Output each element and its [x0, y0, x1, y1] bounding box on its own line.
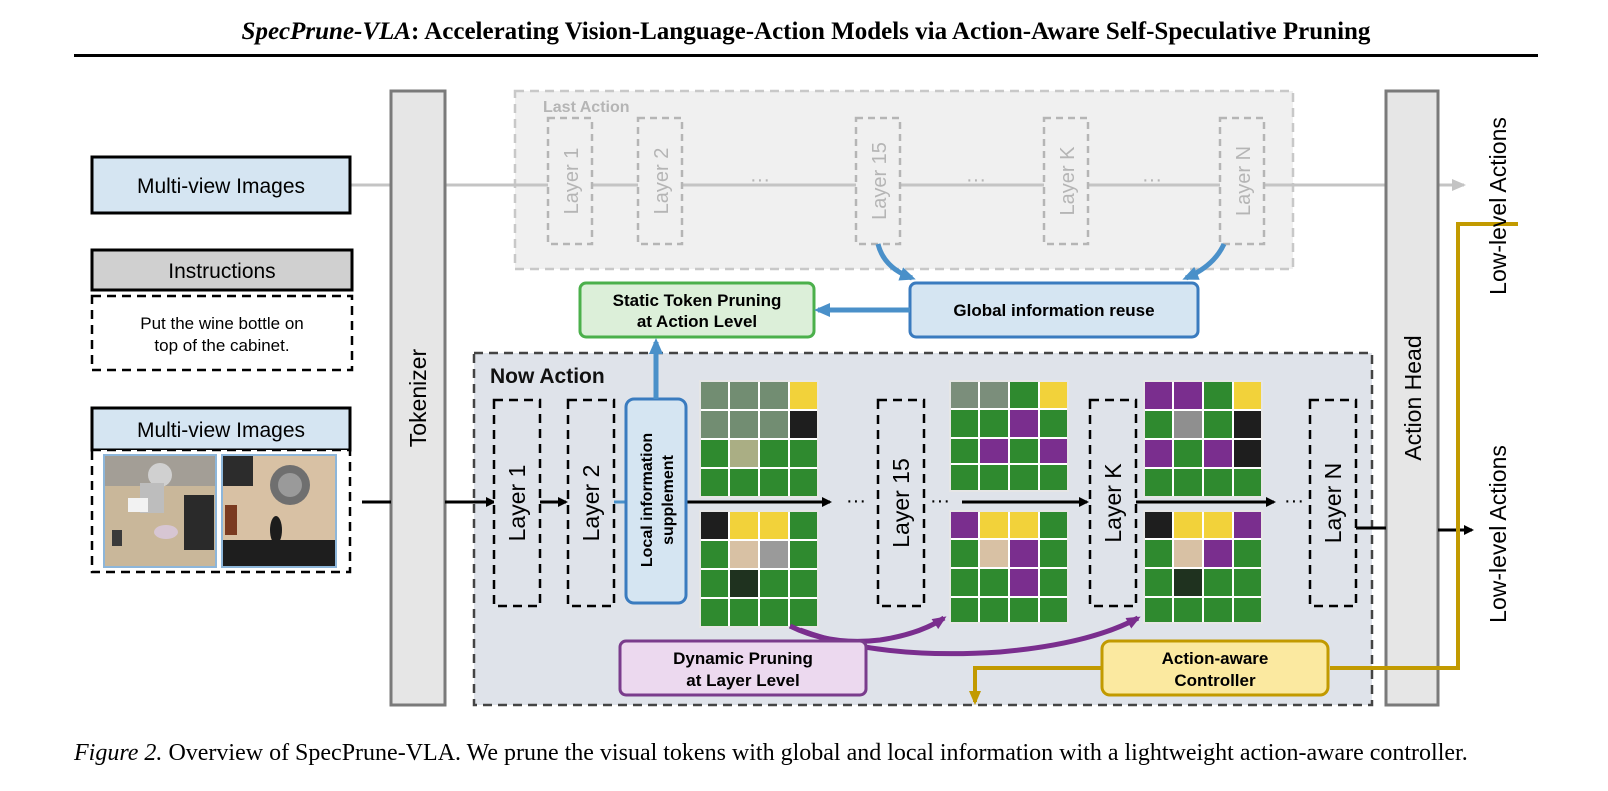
last-action-ellipsis-3: ···: [1142, 169, 1162, 191]
instructions-header: Instructions: [90, 248, 354, 292]
multi-view-images-bottom-label: Multi-view Images: [137, 419, 305, 442]
last-action-layer-1: Layer 1: [546, 116, 594, 246]
last-action-label: Last Action: [543, 99, 630, 116]
layer15-to-global-arrow: [875, 243, 916, 281]
static-pruning-line-2: at Action Level: [637, 312, 757, 331]
token-grid-top-3: [1143, 380, 1263, 498]
controller-line-2: Controller: [1174, 671, 1256, 690]
last-action-layer-n-label: Layer N: [1233, 146, 1255, 216]
static-token-pruning-box: Static Token Pruning at Action Level: [578, 281, 816, 339]
now-action-layer-k-label: Layer K: [1100, 463, 1126, 543]
dynamic-pruning-line-1: Dynamic Pruning: [673, 649, 813, 668]
instruction-text-box: Put the wine bottle on top of the cabine…: [90, 294, 354, 372]
now-action-ellipsis-1: ···: [846, 490, 866, 512]
now-action-layer-n-label: Layer N: [1320, 463, 1346, 544]
header-title-italic: SpecPrune-VLA: [241, 18, 411, 45]
instruction-line-2: top of the cabinet.: [154, 336, 289, 355]
instructions-label: Instructions: [168, 260, 275, 283]
dynamic-pruning-box: Dynamic Pruning at Layer Level: [618, 639, 868, 697]
last-action-layer-2: Layer 2: [636, 116, 684, 246]
last-action-layer-2-label: Layer 2: [651, 148, 673, 215]
layern-to-global-arrow: [1182, 242, 1227, 281]
global-reuse-label: Global information reuse: [953, 301, 1154, 320]
controller-line-1: Action-aware: [1162, 649, 1269, 668]
last-action-layer-15: Layer 15: [854, 116, 902, 246]
dynamic-pruning-line-2: at Layer Level: [686, 671, 799, 690]
now-action-layer-1-label: Layer 1: [504, 465, 530, 542]
output-top-label: Low-level Actions: [1485, 117, 1511, 295]
page-header: SpecPrune-VLA: Accelerating Vision-Langu…: [74, 18, 1538, 46]
output-bottom-label: Low-level Actions: [1485, 445, 1511, 623]
now-action-layer-2-label: Layer 2: [578, 465, 604, 542]
scene-image-2: [221, 454, 337, 568]
last-action-layer-n: Layer N: [1218, 116, 1266, 246]
token-grid-bottom-1: [699, 510, 819, 628]
now-action-layer-15-label: Layer 15: [888, 458, 914, 548]
action-head-block: Action Head: [1384, 89, 1440, 707]
architecture-diagram: Now Action Last Action Layer 1 Layer 2 ·…: [90, 89, 1518, 707]
action-head-label: Action Head: [1400, 335, 1426, 460]
static-pruning-line-1: Static Token Pruning: [613, 291, 782, 310]
caption-label: Figure 2.: [74, 740, 163, 766]
header-title-rest: : Accelerating Vision-Language-Action Mo…: [411, 18, 1371, 45]
last-action-layer-k: Layer K: [1042, 116, 1090, 246]
instruction-line-1: Put the wine bottle on: [140, 314, 304, 333]
controller-to-pruning-arrow: [969, 666, 1102, 705]
header-rule: [74, 54, 1538, 57]
local-information-supplement-box: Local information supplement: [624, 397, 688, 605]
now-action-layer-n: Layer N: [1308, 398, 1358, 608]
now-action-layer-k: Layer K: [1088, 398, 1138, 608]
now-action-layer-15: Layer 15: [876, 398, 926, 608]
action-aware-controller-box: Action-aware Controller: [1100, 639, 1330, 697]
token-grid-top-2: [949, 380, 1069, 492]
last-action-region: [513, 89, 1295, 271]
now-action-layer-1: Layer 1: [492, 398, 542, 608]
multi-view-images-top-label: Multi-view Images: [137, 175, 305, 198]
last-action-layer-k-label: Layer K: [1057, 146, 1079, 216]
now-action-ellipsis-2: ···: [930, 490, 950, 512]
token-grid-top-1: [699, 380, 819, 498]
local-info-line-1: Local information: [639, 433, 656, 567]
local-info-line-2: supplement: [660, 454, 677, 544]
last-action-ellipsis-1: ···: [750, 169, 770, 191]
figure-caption: Figure 2. Overview of SpecPrune-VLA. We …: [74, 738, 1538, 768]
now-action-ellipsis-3: ···: [1284, 490, 1304, 512]
tokenizer-block: Tokenizer: [389, 89, 447, 707]
controller-feedback-line: [1330, 222, 1518, 670]
token-grid-bottom-3: [1143, 510, 1263, 624]
scene-image-1: [103, 454, 217, 568]
caption-text: Overview of SpecPrune-VLA. We prune the …: [162, 740, 1468, 766]
tokenizer-label: Tokenizer: [405, 348, 431, 447]
now-action-label: Now Action: [490, 365, 605, 388]
last-action-layer-1-label: Layer 1: [561, 148, 583, 215]
multi-view-images-top: Multi-view Images: [90, 155, 352, 215]
last-action-layer-15-label: Layer 15: [869, 142, 891, 220]
now-action-layer-2: Layer 2: [566, 398, 616, 608]
token-grid-bottom-2: [949, 510, 1069, 624]
global-information-reuse-box: Global information reuse: [908, 281, 1200, 339]
last-action-ellipsis-2: ···: [966, 169, 986, 191]
